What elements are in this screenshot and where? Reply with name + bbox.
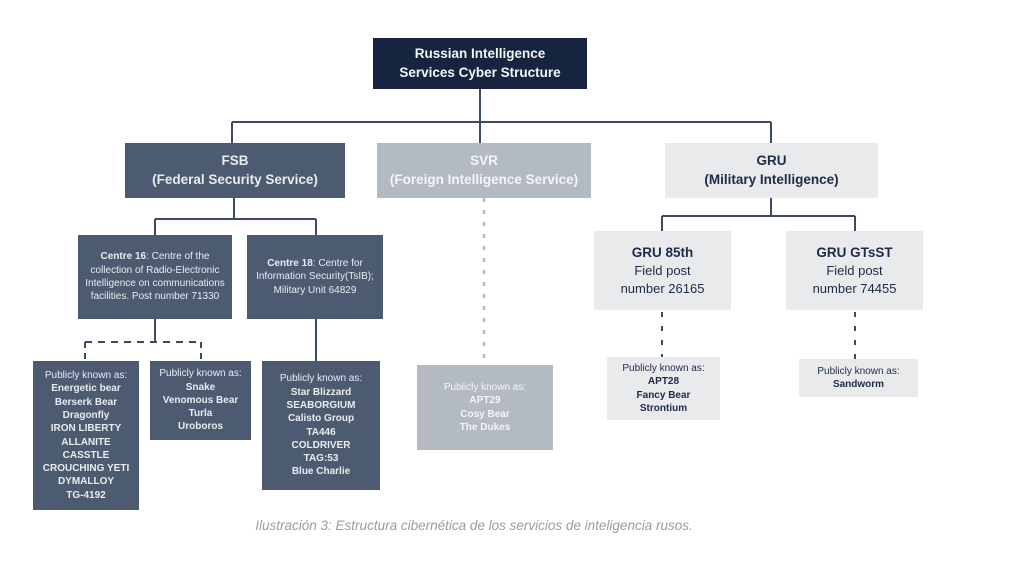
- alias-item: Cosy Bear: [460, 408, 510, 420]
- svr-box: SVR (Foreign Intelligence Service): [377, 143, 591, 198]
- fsb-subtitle: (Federal Security Service): [152, 171, 318, 187]
- aliases-svr-label: Publicly known as:: [443, 381, 527, 393]
- gru85-box: GRU 85th Field post number 26165: [594, 231, 731, 310]
- aliases-centre16-label: Publicly known as:: [44, 370, 128, 382]
- alias-item: Blue Charlie: [291, 466, 351, 478]
- grugtsst-line2: number 74455: [812, 280, 897, 296]
- alias-item: APT29: [469, 395, 501, 407]
- root-title-line2: Services Cyber Structure: [399, 64, 561, 80]
- grugtsst-title: GRU GTsST: [816, 244, 893, 260]
- alias-item: Venomous Bear: [162, 394, 239, 406]
- centre18-box: Centre 18: Centre for Information Securi…: [247, 235, 383, 319]
- alias-item: DYMALLOY: [57, 476, 115, 488]
- gru85-line2: number 26165: [620, 280, 705, 296]
- alias-item: Berserk Bear: [54, 396, 118, 408]
- gru-subtitle: (Military Intelligence): [704, 171, 839, 187]
- aliases-grugtsst-list: Sandworm: [833, 378, 884, 391]
- alias-item: CROUCHING YETI: [42, 463, 130, 475]
- gru-box: GRU (Military Intelligence): [665, 143, 878, 198]
- aliases-grugtsst-label: Publicly known as:: [817, 365, 900, 377]
- svr-subtitle: (Foreign Intelligence Service): [389, 171, 579, 187]
- fsb-box: FSB (Federal Security Service): [125, 143, 345, 198]
- alias-item: Star Blizzard: [290, 386, 352, 398]
- aliases-gru85-label: Publicly known as:: [622, 362, 705, 374]
- alias-item: Calisto Group: [287, 413, 355, 425]
- alias-item: Turla: [188, 408, 213, 420]
- aliases-centre18-label: Publicly known as:: [279, 373, 363, 385]
- aliases-grugtsst-box: Publicly known as: Sandworm: [799, 359, 918, 397]
- alias-item: Energetic bear: [51, 383, 121, 395]
- gru-name: GRU: [756, 152, 787, 168]
- centre18-description: : Centre for Information Security(TsIB);…: [256, 258, 374, 296]
- alias-item: COLDRIVER: [291, 439, 351, 451]
- alias-item: TAG:53: [303, 453, 339, 465]
- grugtsst-line1: Field post: [826, 263, 883, 279]
- alias-item: ALLANITE: [61, 436, 111, 448]
- alias-item: Sandworm: [832, 379, 885, 390]
- alias-item: Uroboros: [178, 421, 223, 433]
- alias-item: Snake: [185, 381, 216, 393]
- alias-item: The Dukes: [459, 421, 511, 433]
- alias-item: Dragonfly: [62, 409, 110, 421]
- gru85-title: GRU 85th: [631, 244, 694, 260]
- centre18-text: Centre 18: Centre for Information Securi…: [254, 257, 376, 297]
- alias-item: TG-4192: [66, 489, 106, 501]
- centre16-box: Centre 16: Centre of the collection of R…: [78, 235, 232, 319]
- alias-item: Fancy Bear: [636, 389, 691, 401]
- alias-item: TA446: [306, 426, 336, 438]
- centre16-title: Centre 16: [100, 251, 147, 263]
- aliases-snake-label: Publicly known as:: [159, 368, 242, 380]
- centre16-text: Centre 16: Centre of the collection of R…: [85, 250, 225, 303]
- centre18-title: Centre 18: [267, 258, 313, 270]
- centre16-description: : Centre of the collection of Radio-Elec…: [85, 251, 225, 303]
- gru85-line1: Field post: [634, 263, 691, 279]
- root-title-line1: Russian Intelligence: [414, 45, 546, 61]
- alias-item: IRON LIBERTY: [50, 423, 122, 435]
- grugtsst-box: GRU GTsST Field post number 74455: [786, 231, 923, 310]
- svr-name: SVR: [470, 152, 498, 168]
- root-box: Russian Intelligence Services Cyber Stru…: [373, 38, 587, 89]
- alias-item: CASSTLE: [62, 449, 110, 461]
- alias-item: SEABORGIUM: [286, 399, 356, 411]
- alias-item: APT28: [647, 376, 680, 388]
- fsb-name: FSB: [221, 152, 249, 168]
- alias-item: Strontium: [639, 402, 688, 414]
- figure-caption: Ilustración 3: Estructura cibernética de…: [255, 518, 693, 533]
